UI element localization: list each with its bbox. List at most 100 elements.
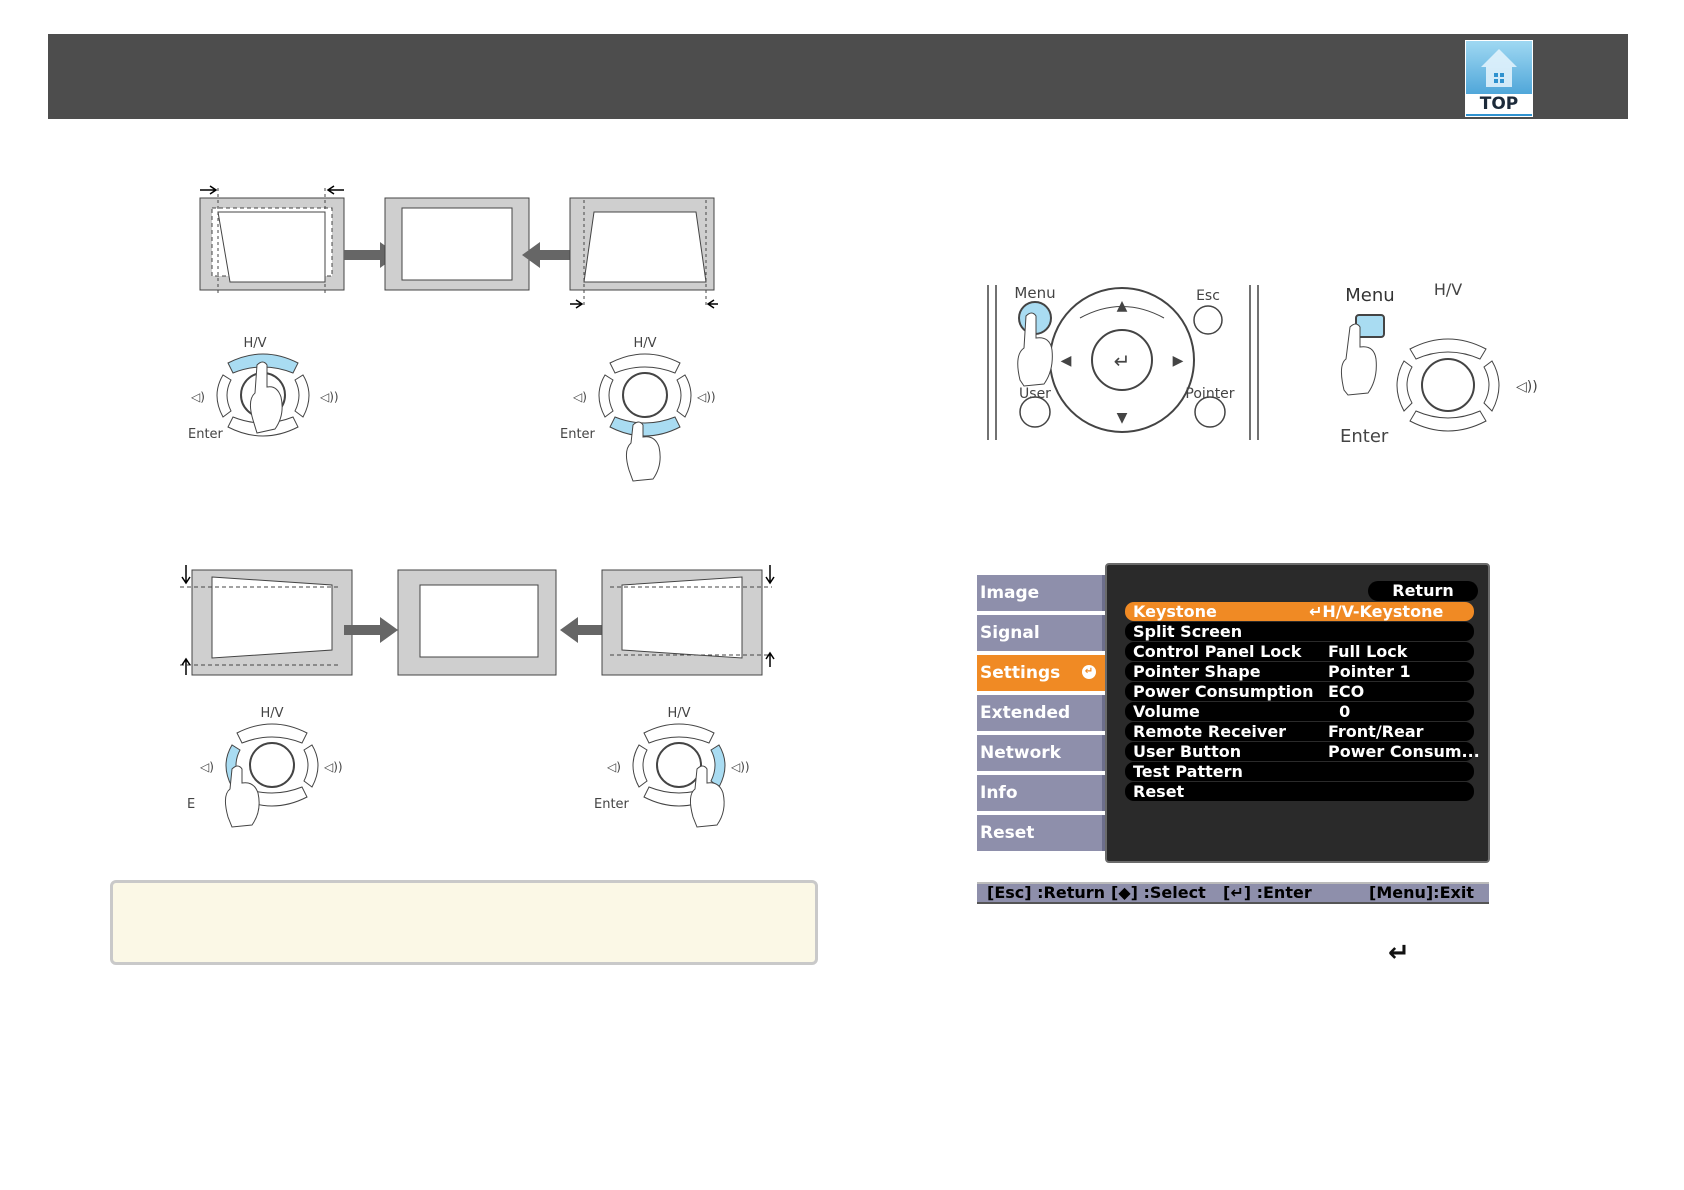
menu-item-label: User Button	[1133, 742, 1242, 761]
volume-up-icon: ◁))	[319, 390, 339, 404]
arrow-left-icon: ◀	[1061, 353, 1072, 369]
enter-label: Enter	[560, 427, 596, 442]
menu-item-label: Remote Receiver	[1133, 722, 1287, 741]
return-button[interactable]: Return	[1368, 581, 1478, 601]
pointer-button[interactable]	[1194, 396, 1226, 428]
menu-item-value: 0	[1328, 702, 1351, 721]
enter-icon: ↵	[1082, 665, 1096, 679]
menu-item-label: Keystone	[1133, 602, 1217, 621]
top-label: TOP	[1466, 94, 1532, 114]
enter-label-partial: E	[187, 797, 195, 812]
menu-tab-label: Image	[980, 583, 1040, 603]
menu-item-value: Pointer 1	[1328, 662, 1411, 681]
volume-down-icon: ◁)	[190, 390, 205, 404]
menu-item-remote-receiver[interactable]: Remote Receiver Front/Rear	[1125, 722, 1474, 741]
volume-down-icon: ◁)	[199, 760, 214, 774]
menu-tab-label: Info	[980, 783, 1018, 803]
menu-label: Menu	[1345, 285, 1394, 306]
hv-label: H/V	[633, 336, 656, 351]
arrow-left-icon	[560, 617, 614, 643]
home-icon	[1481, 49, 1517, 87]
menu-item-value: Full Lock	[1328, 642, 1408, 661]
volume-up-icon: ◁))	[730, 760, 750, 774]
hv-label: H/V	[243, 336, 266, 351]
menu-item-label: Volume	[1133, 702, 1200, 721]
menu-tab-network[interactable]: Network	[977, 735, 1105, 771]
user-button[interactable]	[1019, 396, 1051, 428]
menu-item-value: ECO	[1328, 682, 1365, 701]
menu-item-label: Split Screen	[1133, 622, 1243, 641]
control-panel-illustration: Menu H/V ◁)) Enter	[1340, 280, 1538, 447]
menu-item-test-pattern[interactable]: Test Pattern	[1125, 762, 1474, 781]
menu-status-bar: [Esc] :Return [◆] :Select [↵] :Enter [Me…	[977, 882, 1489, 904]
menu-item-value: Front/Rear	[1328, 722, 1424, 741]
top-button[interactable]: TOP	[1465, 40, 1533, 117]
menu-item-label: Pointer Shape	[1133, 662, 1261, 681]
control-pad-right: H/V Enter ◁) ◁))	[560, 336, 716, 482]
menu-item-label: Control Panel Lock	[1133, 642, 1302, 661]
menu-tab-label: Reset	[980, 823, 1035, 843]
settings-menu: Image Signal Settings↵ Extended Network …	[977, 563, 1490, 903]
left-distorted-screen	[199, 185, 345, 295]
menu-tab-label: Network	[980, 743, 1061, 763]
menu-item-control-panel-lock[interactable]: Control Panel Lock Full Lock	[1125, 642, 1474, 661]
menu-label: Menu	[1014, 284, 1055, 302]
enter-label: Enter	[188, 427, 224, 442]
arrow-down-icon: ▼	[1117, 410, 1128, 426]
menu-tab-label: Settings	[980, 663, 1061, 683]
status-enter: [↵] :Enter	[1223, 883, 1312, 902]
menu-tab-extended[interactable]: Extended	[977, 695, 1105, 731]
hv-label: H/V	[667, 706, 690, 721]
menu-tab-image[interactable]: Image	[977, 575, 1105, 611]
remote-control-illustration: ▲ ▼ ◀ ▶ ↵ Menu Esc User Pointer	[987, 284, 1259, 440]
user-label: User	[1019, 386, 1051, 402]
control-pad-left: H/V E ◁) ◁))	[187, 706, 343, 828]
menu-item-value: Power Consum...	[1328, 742, 1480, 761]
menu-tab-label: Extended	[980, 703, 1071, 723]
hv-label: H/V	[1434, 280, 1462, 299]
pointer-label: Pointer	[1185, 386, 1234, 402]
hv-label: H/V	[260, 706, 283, 721]
menu-item-pointer-shape[interactable]: Pointer Shape Pointer 1	[1125, 662, 1474, 681]
enter-label: Enter	[594, 797, 630, 812]
menu-tab-settings[interactable]: Settings ↵	[977, 655, 1105, 691]
menu-panel: Return Keystone ↵H/V-Keystone Split Scree…	[1105, 563, 1490, 863]
corrected-screen	[397, 569, 557, 676]
arrow-right-icon	[344, 617, 398, 643]
menu-item-reset[interactable]: Reset	[1125, 782, 1474, 801]
volume-up-icon: ◁))	[1516, 379, 1538, 395]
esc-button[interactable]	[1193, 305, 1223, 335]
menu-item-label: Reset	[1133, 782, 1185, 801]
left-distorted-screen	[180, 565, 353, 676]
menu-tab-label: Signal	[980, 623, 1040, 643]
volume-down-icon: ◁)	[572, 390, 587, 404]
right-distorted-screen	[569, 197, 718, 309]
control-pad-right: H/V Enter ◁) ◁))	[594, 706, 750, 828]
status-select: [◆] :Select	[1111, 883, 1206, 902]
menu-item-label: Test Pattern	[1133, 762, 1243, 781]
volume-up-icon: ◁))	[323, 760, 343, 774]
menu-item-value: ↵H/V-Keystone	[1309, 602, 1444, 621]
menu-tab-reset[interactable]: Reset	[977, 815, 1105, 851]
horizontal-keystone-diagram: H/V Enter ◁) ◁)) H/V Enter ◁) ◁))	[188, 185, 718, 482]
header-bar	[48, 34, 1628, 119]
enter-icon: ↵	[1114, 349, 1131, 373]
right-distorted-screen	[601, 565, 775, 676]
status-exit: [Menu]:Exit	[1369, 883, 1474, 902]
vertical-keystone-diagram: H/V E ◁) ◁)) H/V Enter ◁) ◁))	[180, 565, 775, 828]
volume-down-icon: ◁)	[606, 760, 621, 774]
control-pad-left: H/V Enter ◁) ◁))	[188, 336, 339, 442]
arrow-up-icon: ▲	[1117, 298, 1128, 314]
menu-item-volume[interactable]: Volume 0	[1125, 702, 1474, 721]
menu-item-split-screen[interactable]: Split Screen	[1125, 622, 1474, 641]
status-esc: [Esc] :Return	[987, 883, 1106, 902]
volume-up-icon: ◁))	[696, 390, 716, 404]
arrow-right-icon: ▶	[1173, 353, 1184, 369]
menu-tab-info[interactable]: Info	[977, 775, 1105, 811]
menu-item-user-button[interactable]: User Button Power Consum...	[1125, 742, 1480, 761]
menu-item-keystone[interactable]: Keystone ↵H/V-Keystone	[1125, 602, 1474, 621]
enter-label: Enter	[1340, 426, 1389, 447]
menu-tab-signal[interactable]: Signal	[977, 615, 1105, 651]
arrow-left-icon	[522, 242, 574, 268]
